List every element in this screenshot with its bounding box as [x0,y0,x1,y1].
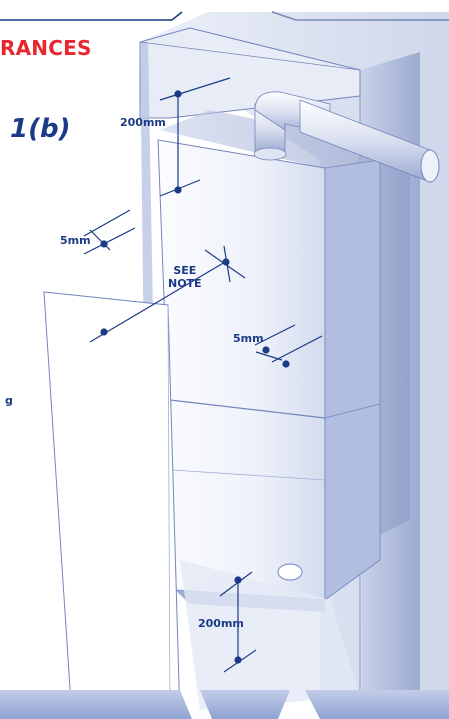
right-clearance-label: 5mm [233,332,264,345]
figure-number: 1(b) [10,114,71,144]
flue-pipe [253,91,440,183]
see-note-label: SEE NOTE [168,264,202,290]
bottom-clearance-label: 200mm [198,617,244,630]
bottom-band [0,690,449,719]
bottom-plinth [180,560,360,710]
page-heading: RANCES [0,36,92,60]
see-note-line2: NOTE [168,277,202,290]
dimension-lines [83,77,323,673]
see-note-line1: SEE [173,264,197,277]
top-clearance-label: 200mm [120,116,166,129]
left-clearance-label: 5mm [60,234,91,247]
boiler-unit [157,110,410,612]
side-text-fragment: g [5,394,13,407]
front-door-panel [43,291,181,719]
